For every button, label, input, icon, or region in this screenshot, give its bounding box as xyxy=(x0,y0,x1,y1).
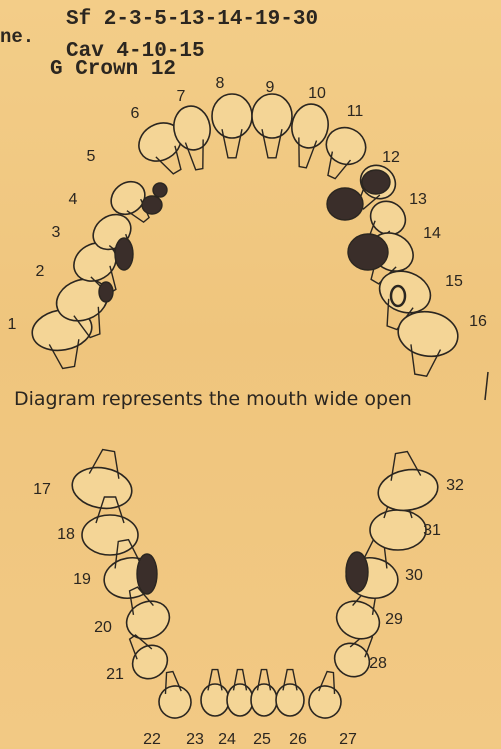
filling-mark xyxy=(348,234,388,270)
tooth-number: 28 xyxy=(369,655,387,673)
tooth-number: 32 xyxy=(446,477,464,495)
tooth-number: 3 xyxy=(52,224,61,242)
tooth-number: 25 xyxy=(253,731,271,749)
tooth-number: 6 xyxy=(131,105,140,123)
tooth-23 xyxy=(201,670,229,716)
tooth-9 xyxy=(252,94,292,158)
tooth-number: 29 xyxy=(385,611,403,629)
tooth-number: 16 xyxy=(469,313,487,331)
filling-mark xyxy=(346,552,368,592)
tooth-number: 9 xyxy=(266,79,275,97)
tooth-number: 23 xyxy=(186,731,204,749)
tooth-number: 18 xyxy=(57,526,75,544)
tooth-number: 26 xyxy=(289,731,307,749)
tooth-8 xyxy=(212,94,252,158)
tooth-22 xyxy=(156,671,193,721)
filling-mark xyxy=(142,196,162,214)
tooth-16 xyxy=(395,307,462,378)
tooth-number: 15 xyxy=(445,273,463,291)
tooth-27 xyxy=(306,671,343,721)
tooth-number: 19 xyxy=(73,571,91,589)
filling-mark xyxy=(362,170,390,194)
tooth-number: 2 xyxy=(36,263,45,281)
tooth-number: 24 xyxy=(218,731,236,749)
tooth-7 xyxy=(170,103,213,171)
tooth-number: 8 xyxy=(216,75,225,93)
tooth-number: 10 xyxy=(308,85,326,103)
tooth-26 xyxy=(276,670,304,716)
tooth-number: 4 xyxy=(69,191,78,209)
tooth-number: 17 xyxy=(33,481,51,499)
tooth-number: 27 xyxy=(339,731,357,749)
margin-mark xyxy=(485,372,488,400)
filling-mark xyxy=(153,183,167,197)
filling-mark xyxy=(327,188,363,220)
lower-arch xyxy=(69,448,441,721)
tooth-number: 12 xyxy=(382,149,400,167)
tooth-number: 11 xyxy=(347,103,364,121)
filling-mark xyxy=(115,238,133,270)
tooth-10 xyxy=(288,101,331,169)
tooth-number: 13 xyxy=(409,191,427,209)
tooth-number: 30 xyxy=(405,567,423,585)
filling-mark xyxy=(137,554,157,594)
tooth-number: 21 xyxy=(106,666,124,684)
tooth-number: 1 xyxy=(8,316,17,334)
tooth-number: 31 xyxy=(423,522,441,540)
upper-arch xyxy=(29,94,461,378)
tooth-number: 14 xyxy=(423,225,441,243)
diagram-caption: Diagram represents the mouth wide open xyxy=(14,388,412,410)
tooth-32 xyxy=(375,450,441,515)
tooth-number: 20 xyxy=(94,619,112,637)
tooth-number: 5 xyxy=(87,148,96,166)
tooth-25 xyxy=(251,670,277,716)
filling-mark xyxy=(99,282,113,302)
tooth-24 xyxy=(227,670,253,716)
tooth-number: 22 xyxy=(143,731,161,749)
tooth-number: 7 xyxy=(177,88,186,106)
